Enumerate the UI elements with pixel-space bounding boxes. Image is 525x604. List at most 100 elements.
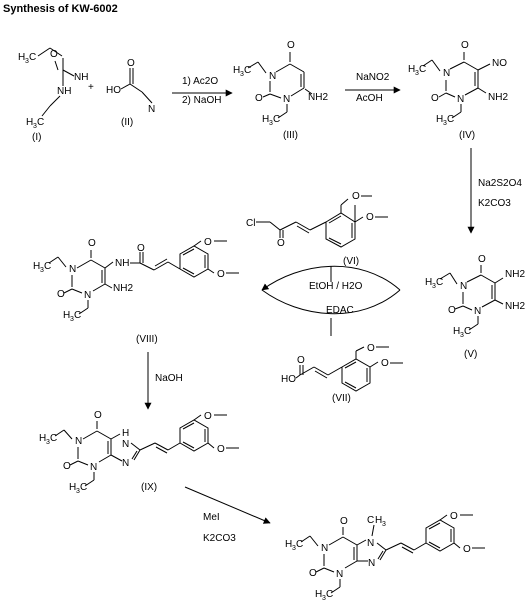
reagent-step6-line1: MeI — [203, 512, 220, 523]
svg-text:H: H — [436, 114, 443, 125]
compound-label-3: (III) — [283, 130, 298, 141]
svg-text:3: 3 — [40, 267, 44, 274]
svg-text:3: 3 — [70, 316, 74, 323]
svg-text:H: H — [18, 52, 25, 63]
svg-text:C: C — [419, 64, 426, 75]
reagent-step1-line1: 1) Ac2O — [182, 76, 218, 87]
svg-text:C: C — [273, 114, 280, 125]
svg-text:H: H — [233, 65, 240, 76]
svg-text:N: N — [148, 104, 155, 115]
svg-text:O: O — [287, 40, 295, 51]
svg-text:O: O — [204, 237, 212, 248]
svg-text:3: 3 — [33, 123, 37, 130]
arrow-step-6 — [184, 486, 271, 524]
reagent-step1-line2: 2) NaOH — [182, 95, 221, 106]
svg-text:N: N — [443, 68, 450, 79]
svg-text:H: H — [315, 589, 322, 600]
svg-text:H: H — [375, 515, 382, 526]
svg-text:O: O — [127, 58, 135, 69]
reagent-step2-line2: AcOH — [356, 93, 383, 104]
compound-label-7: (VII) — [332, 393, 351, 404]
svg-text:N: N — [368, 558, 375, 569]
compound-7-structure: HO O O O — [281, 343, 403, 392]
svg-text:3: 3 — [46, 439, 50, 446]
compound-2-structure: HO O N — [106, 58, 155, 115]
svg-text:H: H — [425, 277, 432, 288]
svg-text:3: 3 — [322, 595, 326, 602]
svg-text:N: N — [75, 436, 82, 447]
svg-text:C: C — [296, 539, 303, 550]
svg-text:3: 3 — [415, 70, 419, 77]
svg-text:O: O — [217, 444, 225, 455]
svg-text:H: H — [262, 114, 269, 125]
scheme-title: Synthesis of KW-6002 — [3, 3, 118, 15]
svg-text:C: C — [367, 515, 374, 526]
svg-text:C: C — [37, 117, 44, 128]
svg-text:N: N — [367, 538, 374, 549]
svg-text:O: O — [309, 568, 317, 579]
compound-label-2: (II) — [121, 117, 133, 128]
svg-text:3: 3 — [292, 545, 296, 552]
svg-text:C: C — [80, 482, 87, 493]
reagent-step4-upper: EtOH / H2O — [309, 281, 363, 292]
compound-label-1: (I) — [32, 132, 41, 143]
svg-text:O: O — [50, 49, 58, 60]
svg-text:O: O — [352, 191, 360, 202]
svg-text:C: C — [447, 114, 454, 125]
compound-label-9: (IX) — [141, 482, 157, 493]
svg-text:C: C — [244, 65, 251, 76]
svg-text:3: 3 — [269, 120, 273, 127]
svg-text:O: O — [340, 516, 348, 527]
svg-text:H: H — [453, 326, 460, 337]
svg-text:O: O — [366, 212, 374, 223]
compound-label-5: (V) — [464, 349, 477, 360]
svg-text:H: H — [408, 64, 415, 75]
arrow-step-4-lower — [261, 289, 401, 315]
svg-text:3: 3 — [443, 120, 447, 127]
compound-label-6: (VI) — [343, 256, 359, 267]
compound-6-structure: Cl O O O — [246, 191, 388, 249]
svg-text:O: O — [204, 411, 212, 422]
svg-text:O: O — [63, 461, 71, 472]
svg-text:Cl: Cl — [246, 218, 255, 229]
svg-text:N: N — [460, 281, 467, 292]
svg-text:H: H — [122, 428, 129, 439]
svg-text:HO: HO — [106, 85, 121, 96]
svg-text:NH2: NH2 — [488, 92, 508, 103]
svg-text:N: N — [269, 71, 276, 82]
svg-text:H: H — [63, 310, 70, 321]
svg-text:O: O — [431, 93, 439, 104]
svg-text:O: O — [367, 343, 375, 354]
svg-text:N: N — [84, 290, 91, 301]
svg-text:C: C — [436, 277, 443, 288]
svg-text:O: O — [448, 305, 456, 316]
svg-text:N: N — [69, 264, 76, 275]
svg-text:C: C — [50, 433, 57, 444]
svg-text:N: N — [122, 458, 129, 469]
reagent-step2-line1: NaNO2 — [356, 72, 390, 83]
svg-text:NH: NH — [115, 258, 129, 269]
svg-text:O: O — [255, 93, 263, 104]
svg-text:C: C — [464, 326, 471, 337]
svg-text:H: H — [285, 539, 292, 550]
svg-text:N: N — [321, 543, 328, 554]
svg-text:N: N — [474, 306, 481, 317]
reagent-step5: NaOH — [155, 373, 183, 384]
svg-text:3: 3 — [460, 332, 464, 339]
svg-text:NH: NH — [57, 86, 71, 97]
svg-text:3: 3 — [432, 283, 436, 290]
svg-text:O: O — [450, 511, 458, 522]
svg-text:O: O — [297, 355, 305, 366]
svg-text:3: 3 — [240, 71, 244, 78]
svg-text:NO: NO — [492, 58, 507, 69]
svg-text:O: O — [461, 40, 469, 51]
svg-text:NH: NH — [74, 72, 88, 83]
svg-text:C: C — [29, 52, 36, 63]
